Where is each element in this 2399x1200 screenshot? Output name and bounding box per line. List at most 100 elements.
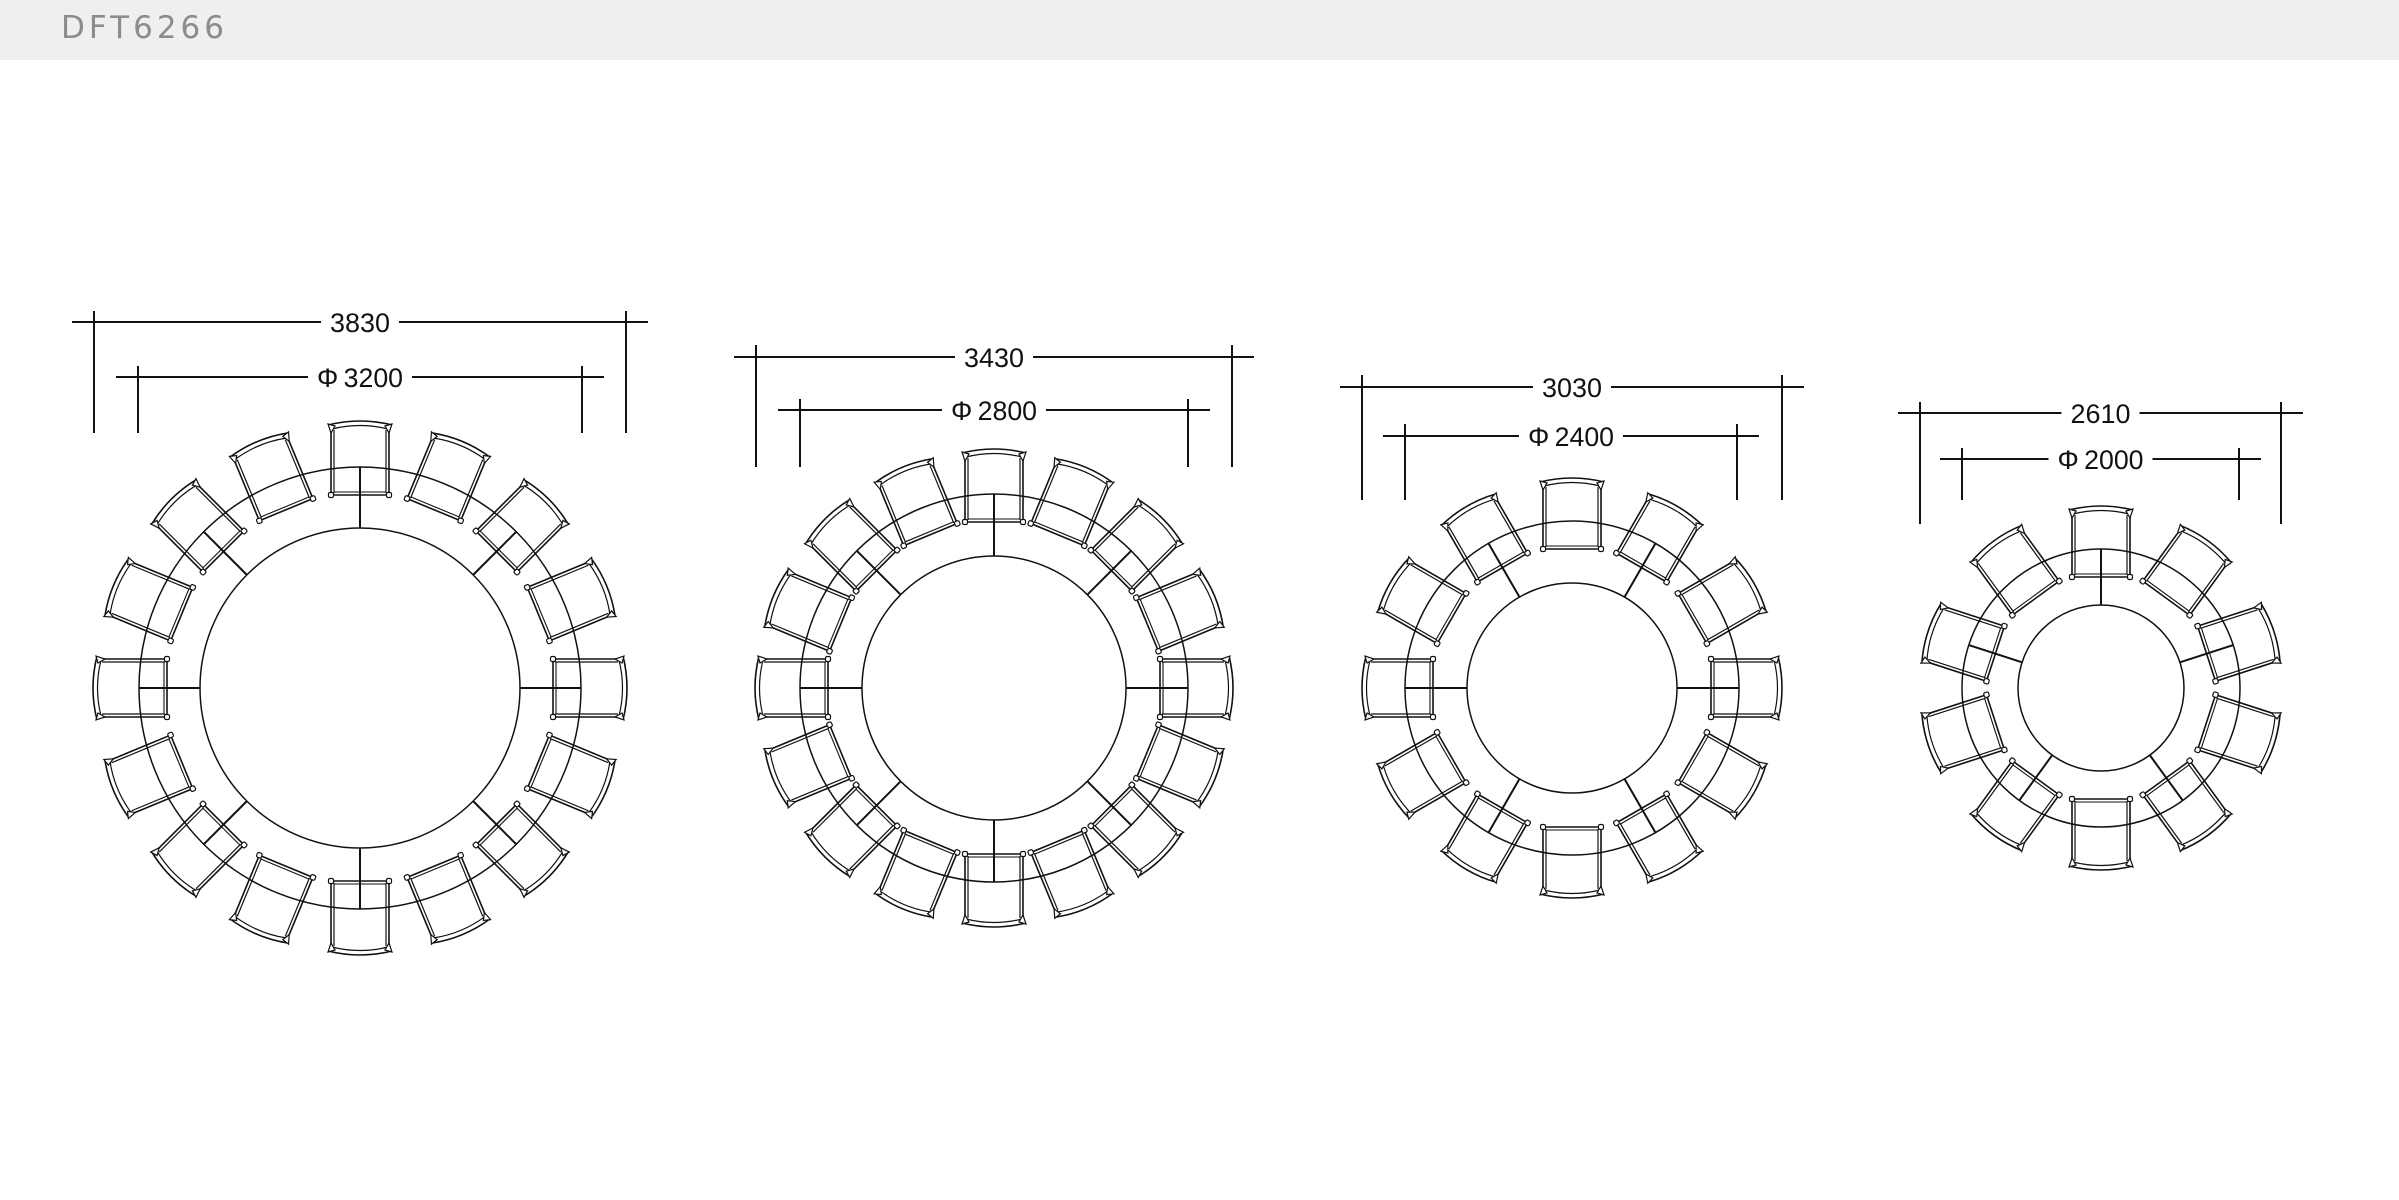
diameter-label: Φ 3200 — [317, 363, 403, 393]
chair — [2068, 795, 2134, 871]
diameter-label: Φ 2000 — [2058, 445, 2144, 475]
radial-divider — [472, 531, 517, 576]
chair — [1612, 790, 1705, 885]
chair — [1674, 728, 1769, 821]
lazy-susan — [861, 555, 1127, 821]
chair — [549, 655, 628, 721]
chair — [149, 477, 248, 576]
chair — [2139, 523, 2234, 619]
overall-dimension: 2610 — [1898, 399, 2303, 524]
round-table — [799, 493, 1189, 883]
overall-dimension: 3830 — [72, 308, 648, 433]
chair — [92, 655, 171, 721]
chair — [1707, 655, 1783, 721]
chairs — [1361, 477, 1783, 899]
chair — [523, 731, 618, 820]
chair — [872, 826, 961, 920]
chair — [803, 781, 901, 879]
chair — [1968, 757, 2063, 853]
chair — [228, 851, 317, 946]
chair — [1375, 555, 1470, 648]
chairs — [92, 420, 628, 956]
chair — [1027, 456, 1116, 550]
diameter-dimension: Φ 3200 — [116, 363, 604, 433]
chair — [472, 477, 571, 576]
chair — [1439, 790, 1532, 885]
chair — [1132, 721, 1226, 810]
overall-label: 2610 — [2071, 399, 2131, 429]
chair — [1919, 691, 2008, 775]
overall-label: 3030 — [1542, 373, 1602, 403]
overall-label: 3430 — [964, 343, 1024, 373]
chair — [961, 448, 1027, 526]
radial-divider — [203, 800, 248, 845]
overall-label: 3830 — [330, 308, 390, 338]
header-bar: DFT6266 — [0, 0, 2399, 60]
radial-divider — [1623, 542, 1657, 598]
diameter-label: Φ 2400 — [1528, 422, 1614, 452]
chair — [1539, 823, 1605, 899]
chair — [1439, 491, 1532, 586]
chair — [1375, 728, 1470, 821]
table-2000: 2610 Φ 2000 — [1898, 399, 2303, 871]
radial-divider — [856, 550, 902, 596]
drawing-code: DFT6266 — [61, 10, 228, 46]
chair — [228, 430, 317, 525]
chair — [2139, 757, 2234, 853]
chair — [102, 731, 197, 820]
chair — [1132, 566, 1226, 655]
chair — [1027, 826, 1116, 920]
chair — [1919, 601, 2008, 685]
chair — [523, 556, 618, 645]
chair — [803, 497, 901, 595]
chair — [2068, 505, 2134, 581]
diameter-dimension: Φ 2000 — [1940, 445, 2261, 500]
chair — [472, 800, 571, 899]
radial-divider — [1086, 550, 1132, 596]
radial-divider — [472, 800, 517, 845]
overall-dimension: 3030 — [1340, 373, 1804, 500]
diameter-dimension: Φ 2800 — [778, 396, 1210, 467]
chair — [1156, 655, 1234, 721]
radial-divider — [1487, 778, 1521, 834]
chair — [2194, 601, 2283, 685]
chair — [149, 800, 248, 899]
table-3200: 3830 Φ 3200 — [72, 308, 648, 956]
chair — [1612, 491, 1705, 586]
radial-divider — [856, 780, 902, 826]
radial-divider — [1487, 542, 1521, 598]
lazy-susan — [1466, 582, 1678, 794]
lazy-susan — [199, 527, 521, 849]
table-2400: 3030 Φ 2400 — [1340, 373, 1804, 899]
chair — [1087, 497, 1185, 595]
overall-dimension: 3430 — [734, 343, 1254, 467]
table-2800: 3430 Φ 2800 — [734, 343, 1254, 928]
chair — [327, 877, 393, 956]
chair — [327, 420, 393, 499]
chair — [961, 850, 1027, 928]
chair — [1361, 655, 1437, 721]
radial-divider — [1086, 780, 1132, 826]
lazy-susan — [2017, 604, 2185, 772]
chair — [1674, 555, 1769, 648]
round-table — [138, 466, 582, 910]
chair — [1539, 477, 1605, 553]
round-table — [1961, 548, 2241, 828]
chair — [1087, 781, 1185, 879]
chair — [1968, 523, 2063, 619]
radial-divider — [203, 531, 248, 576]
chair — [102, 556, 197, 645]
chair — [403, 851, 492, 946]
chair — [2194, 691, 2283, 775]
chair — [872, 456, 961, 550]
chair — [403, 430, 492, 525]
diameter-dimension: Φ 2400 — [1383, 422, 1759, 500]
chair — [754, 655, 832, 721]
diameter-label: Φ 2800 — [951, 396, 1037, 426]
round-table — [1404, 520, 1740, 856]
chairs — [754, 448, 1234, 928]
chairs — [1919, 505, 2283, 871]
radial-divider — [1623, 778, 1657, 834]
chair — [762, 566, 856, 655]
